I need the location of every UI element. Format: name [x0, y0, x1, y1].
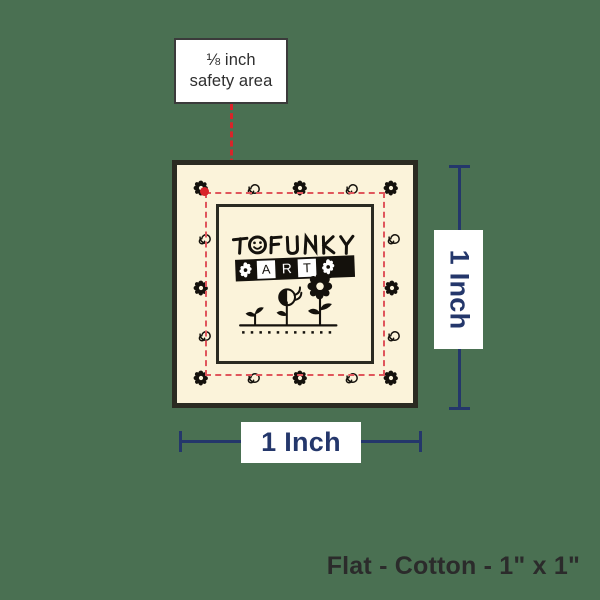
callout-leader-line: [230, 104, 233, 192]
label-border-decorations: A R T: [177, 165, 413, 403]
art-banner: A R T: [235, 255, 356, 282]
product-caption: Flat - Cotton - 1" x 1": [326, 552, 580, 580]
dimension-cap-top: [449, 165, 470, 168]
safety-area-callout: ⅛ inch safety area: [174, 38, 288, 104]
spiral-icon: [381, 328, 401, 348]
svg-text:A: A: [262, 262, 272, 277]
dotted-ground: [242, 331, 332, 334]
spiral-icon: [381, 231, 401, 251]
vertical-dimension-label: 1 Inch: [434, 230, 483, 349]
horizontal-dimension-label: 1 Inch: [241, 422, 361, 463]
smiley-o: [248, 235, 267, 255]
safety-area-anchor-dot: [200, 187, 209, 196]
flower-icon: [382, 279, 402, 299]
flower-icon: [381, 179, 401, 199]
flower-icon: [191, 369, 211, 389]
vertical-dimension-text: 1 Inch: [444, 249, 475, 330]
safety-area-boundary: [205, 192, 385, 376]
dimension-cap-bottom: [449, 407, 470, 410]
spiral-icon: [339, 370, 359, 390]
svg-text:R: R: [282, 260, 293, 276]
artwork-illustration: A R T: [231, 232, 356, 334]
svg-text:T: T: [303, 260, 312, 275]
spiral-icon: [241, 370, 261, 390]
callout-line-1: ⅛ inch: [206, 50, 256, 69]
flower-icon: [381, 369, 401, 389]
callout-line-2: safety area: [189, 72, 273, 90]
flower-icon: [191, 279, 211, 299]
dimension-cap-left: [179, 431, 182, 452]
flower-icon: [290, 179, 310, 199]
product-label: A R T: [172, 160, 418, 408]
dimension-cap-right: [419, 431, 422, 452]
artwork-frame: A R T: [216, 204, 374, 364]
three-growing-flowers: [239, 269, 338, 334]
